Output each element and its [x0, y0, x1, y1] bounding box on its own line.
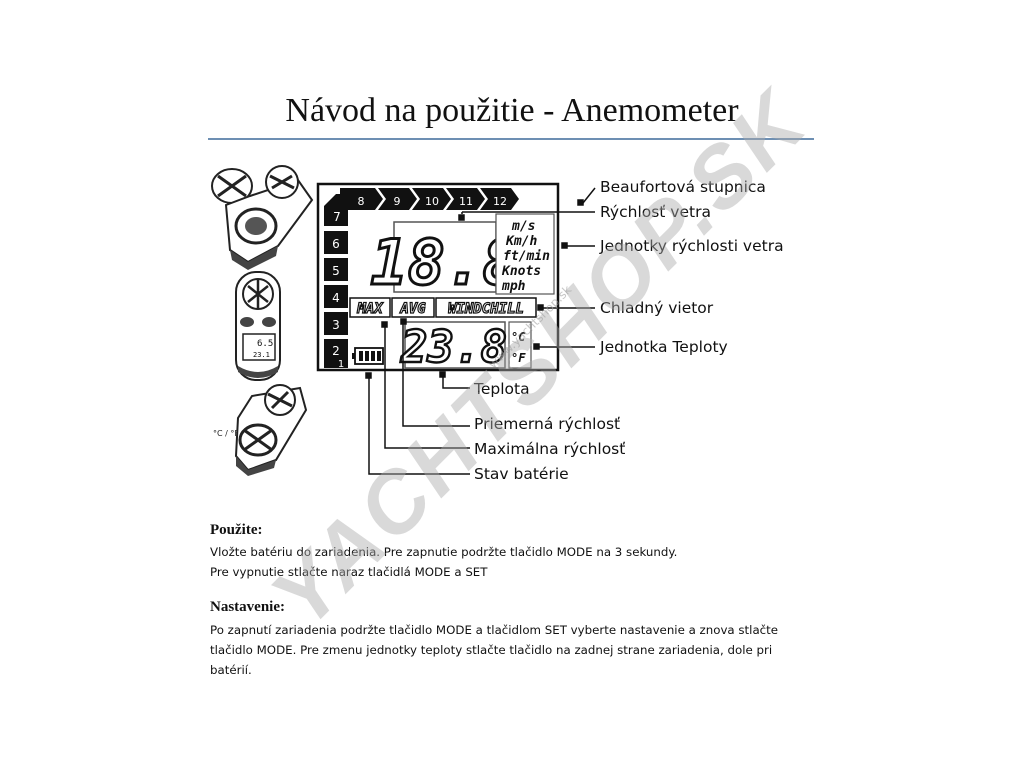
usage-heading: Použite:	[210, 522, 263, 538]
temp-unit-c: °C	[511, 330, 526, 344]
callout-avg-speed: Priemerná rýchlosť	[474, 415, 621, 433]
unit-ftmin: ft/min	[503, 249, 550, 264]
usage-line-2: Pre vypnutie stlačte naraz tlačidlá MODE…	[210, 565, 488, 579]
battery-icon	[352, 347, 384, 365]
unit-kmh: Km/h	[505, 234, 537, 249]
page-title: Návod na použitie - Anemometer	[285, 92, 739, 129]
temp-unit-f: °F	[511, 351, 526, 365]
callout-max-speed: Maximálna rýchlosť	[474, 440, 626, 458]
settings-heading: Nastavenie:	[210, 599, 285, 615]
beaufort-9: 9	[394, 195, 401, 208]
callout-temp-unit: Jednotka Teploty	[600, 338, 728, 356]
beaufort-11: 11	[459, 195, 473, 208]
device-view-back: °C / °F	[213, 384, 308, 476]
settings-line-3: batérií.	[210, 663, 252, 677]
beaufort-2: 2	[332, 344, 340, 358]
unit-ms: m/s	[511, 219, 535, 234]
settings-line-2: tlačidlo MODE. Pre zmenu jednotky teplot…	[210, 643, 773, 657]
mode-labels: MAX AVG WINDCHILL	[349, 297, 537, 318]
callout-wind-chill: Chladný vietor	[600, 299, 714, 317]
mode-windchill: WINDCHILL	[448, 301, 524, 317]
settings-line-1: Po zapnutí zariadenia podržte tlačidlo M…	[210, 623, 779, 637]
mini-screen-top-reading: 6.5	[257, 339, 273, 349]
callout-speed-units: Jednotky rýchlosti vetra	[600, 237, 784, 255]
mode-avg: AVG	[399, 301, 426, 317]
callout-beaufort-scale: Beaufortová stupnica	[600, 178, 766, 196]
beaufort-8: 8	[358, 195, 365, 208]
title-divider	[208, 138, 814, 140]
leader-lines	[365, 187, 596, 475]
lcd-panel: 8 9 10 11 12 7 6 5 4 3 2 1	[316, 182, 560, 374]
unit-mph: mph	[501, 279, 526, 294]
callout-battery: Stav batérie	[474, 465, 569, 483]
beaufort-6: 6	[332, 237, 340, 251]
beaufort-4: 4	[332, 291, 340, 305]
beaufort-3: 3	[332, 318, 340, 332]
callout-wind-speed: Rýchlosť vetra	[600, 203, 711, 221]
unit-knots: Knots	[501, 264, 541, 279]
beaufort-5: 5	[332, 264, 340, 278]
device-view-front-open	[211, 165, 314, 270]
beaufort-left-column: 7 6 5 4 3 2 1	[324, 194, 348, 370]
device-view-front-display: 6.5 23.1	[235, 271, 281, 381]
side-button-label: °C / °F	[213, 429, 239, 438]
beaufort-top-row: 8 9 10 11 12	[340, 188, 519, 210]
usage-line-1: Vložte batériu do zariadenia. Pre zapnut…	[210, 545, 678, 559]
beaufort-1: 1	[338, 359, 344, 370]
anemometer-diagram: 6.5 23.1 °C / °F 8 9 10 11 12	[211, 165, 596, 476]
mini-screen-bottom-reading: 23.1	[253, 351, 270, 359]
callout-temperature: Teplota	[474, 380, 530, 398]
temperature-reading: 23.8	[400, 322, 507, 373]
beaufort-10: 10	[425, 195, 439, 208]
beaufort-12: 12	[493, 195, 507, 208]
beaufort-7: 7	[333, 210, 341, 224]
mode-max: MAX	[356, 301, 384, 317]
